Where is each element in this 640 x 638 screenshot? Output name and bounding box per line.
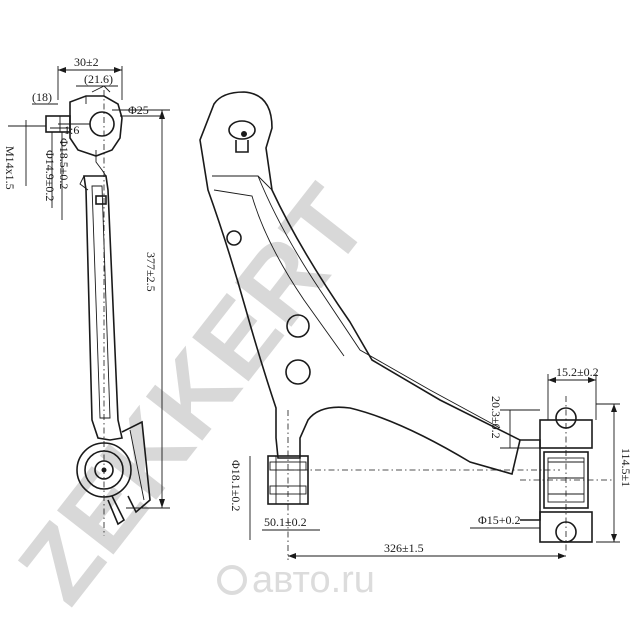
dim-total-height: 114.5±1	[619, 448, 633, 487]
arm-body	[83, 175, 123, 441]
dim-ball-dia: Φ25	[128, 103, 149, 117]
ball-joint-head	[69, 95, 123, 157]
dim-d2: Φ14.9±0.2	[43, 150, 57, 201]
dim-width: 30±2	[74, 55, 99, 69]
watermark-logo-icon	[217, 565, 247, 595]
side-view: 377±2.5 30±2 (21.6) (18) Φ25 1:6 M14x1.5…	[3, 55, 170, 536]
arm-hole-2	[286, 314, 310, 338]
dim-left: (18)	[32, 90, 52, 104]
watermark: ZEKKERT авто.ru	[0, 166, 390, 624]
ball-joint-stud	[45, 115, 71, 133]
dim-thread: M14x1.5	[3, 146, 17, 190]
dim-bore-right: Φ15+0.2	[478, 513, 521, 527]
watermark-brand: ZEKKERT	[0, 166, 390, 624]
front-bushing-right	[520, 396, 612, 552]
ball-joint-front	[228, 120, 256, 153]
dim-inner: (21.6)	[84, 72, 113, 86]
dim-bush-width: 15.2±0.2	[556, 365, 599, 379]
dim-bore-left: Φ18.1±0.2	[229, 460, 243, 511]
arm-hole-3	[285, 359, 311, 385]
dim-bush-height: 20.3±0.2	[489, 396, 503, 439]
ball-joint-ball	[89, 111, 115, 137]
arm-hole-1	[226, 230, 242, 246]
front-view: 15.2±0.2 20.3±0.2 114.5±1 Φ18.1±0.2 50.1…	[199, 91, 633, 560]
dim-span: 326±1.5	[384, 541, 424, 555]
watermark-site: авто.ru	[252, 559, 375, 601]
dim-d1: Φ18.5±0.2	[57, 138, 71, 189]
dim-taper: 1:6	[64, 123, 79, 137]
dim-offset: 50.1±0.2	[264, 515, 307, 529]
arm-outline	[199, 91, 521, 475]
dim-length: 377±2.5	[144, 252, 158, 292]
